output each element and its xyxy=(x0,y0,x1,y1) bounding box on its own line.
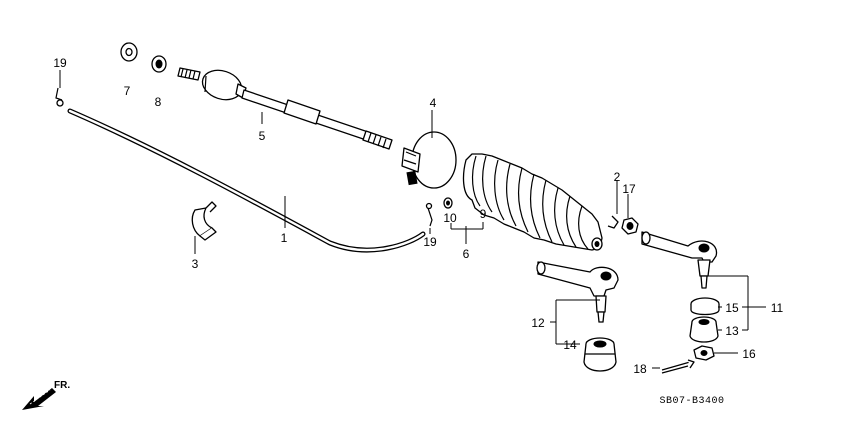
label-part-17: 17 xyxy=(622,182,636,196)
washer-part-7 xyxy=(120,42,138,62)
label-part-6: 6 xyxy=(463,247,470,261)
label-part-11: 11 xyxy=(771,301,784,315)
tie-rod-part-5 xyxy=(177,67,393,150)
label-part-9: 9 xyxy=(480,207,487,221)
castle-nut-part-16 xyxy=(693,345,715,361)
leader-lines xyxy=(59,70,766,369)
band-clamp-part-4 xyxy=(401,131,457,189)
tie-rod-end-left xyxy=(536,261,619,323)
ring-part-15 xyxy=(690,297,720,316)
label-part-4: 4 xyxy=(430,96,437,110)
label-part-14: 14 xyxy=(563,338,577,352)
clip-part-19-left xyxy=(55,87,64,107)
diagram-code: SB07-B3400 xyxy=(659,396,724,407)
front-direction-arrow: FR. xyxy=(22,380,70,410)
clamp-part-3 xyxy=(191,201,217,241)
label-part-1: 1 xyxy=(281,231,288,245)
lock-nut-part-17 xyxy=(621,217,639,235)
label-part-8: 8 xyxy=(155,95,162,109)
clip-part-2 xyxy=(607,215,619,229)
dust-seal-part-13 xyxy=(689,316,719,343)
label-part-19-left: 19 xyxy=(53,56,67,70)
label-part-7: 7 xyxy=(124,84,131,98)
label-part-5: 5 xyxy=(259,129,266,143)
label-part-18: 18 xyxy=(633,362,647,376)
grommet-part-10 xyxy=(443,197,453,209)
label-part-3: 3 xyxy=(192,257,199,271)
clip-part-19-right xyxy=(425,202,433,227)
label-part-12: 12 xyxy=(531,316,545,330)
label-part-15: 15 xyxy=(725,301,739,315)
label-part-19-right: 19 xyxy=(423,235,437,249)
lock-washer-part-8 xyxy=(151,55,167,73)
label-part-13: 13 xyxy=(725,324,739,338)
boot-part-14 xyxy=(583,337,617,372)
boot-part-9 xyxy=(462,153,603,251)
label-part-16: 16 xyxy=(742,347,756,361)
tie-rod-end-right xyxy=(641,231,718,289)
label-part-10: 10 xyxy=(443,211,457,225)
cotter-pin-part-18 xyxy=(661,359,695,374)
label-part-2: 2 xyxy=(614,170,621,184)
front-marker-label: FR. xyxy=(54,380,70,391)
